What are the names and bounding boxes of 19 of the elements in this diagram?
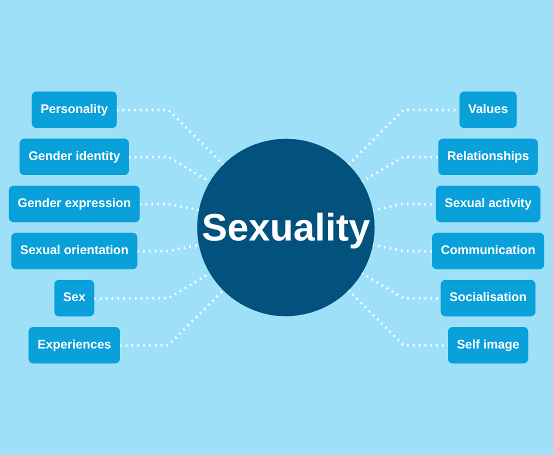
topic-box: Experiences [28,327,120,364]
topic-box: Socialisation [440,280,536,316]
topic-box: Relationships [438,138,538,175]
topic-box: Gender expression [8,186,140,222]
connector [140,202,200,212]
connector [116,108,224,166]
topic-box: Self image [448,327,528,364]
topic-box: Sex [54,280,94,316]
topic-box: Personality [32,92,117,128]
hub-circle: Sexuality [197,138,375,316]
topic-box: Sexual orientation [11,232,138,270]
topic-box: Communication [432,232,544,270]
topic-box: Sexual activity [436,186,540,222]
connector [372,244,433,253]
connector [360,156,440,184]
topic-box: Values [460,92,517,128]
connector [137,244,200,253]
connector [120,289,224,347]
topic-box: Gender identity [20,138,129,175]
